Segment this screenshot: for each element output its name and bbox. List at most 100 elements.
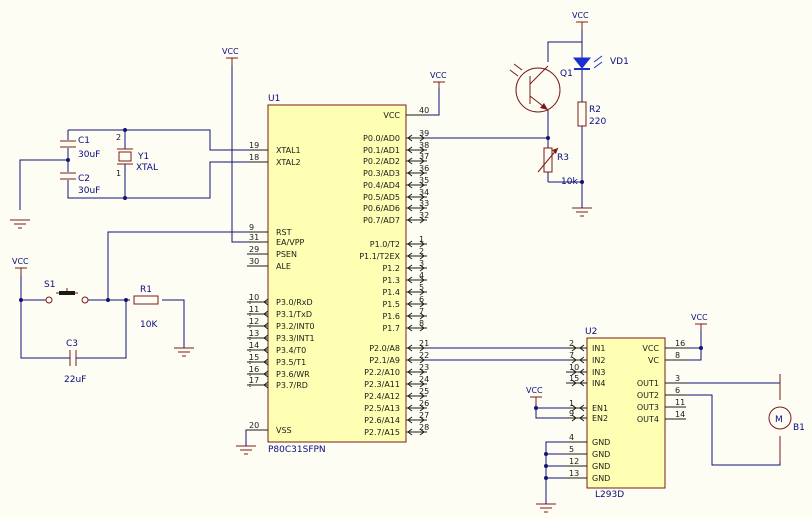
pin-name: EN2 — [592, 414, 608, 423]
u1-pin-5[interactable]: 5P1.4 — [382, 283, 427, 297]
switch-s1[interactable]: S1 — [44, 280, 89, 304]
pin-name: P2.7/A15 — [364, 428, 400, 437]
pin-number: 9 — [249, 223, 254, 232]
u1-body — [267, 104, 407, 443]
u1-pin-3[interactable]: 3P1.2 — [382, 259, 427, 273]
capacitor-c2[interactable]: C2 30uF — [60, 172, 100, 196]
u1-pin-8[interactable]: 8P1.7 — [382, 319, 427, 333]
pin-name: P3.1/TxD — [276, 310, 312, 319]
vcc-symbol-reset: VCC — [12, 257, 29, 276]
u2-pin-8[interactable]: 8VC — [648, 351, 686, 365]
u1-pin-6[interactable]: 6P1.5 — [382, 295, 427, 309]
pin-name: GND — [592, 438, 610, 447]
q1-ref: Q1 — [560, 69, 573, 79]
pin-number: 39 — [419, 129, 429, 138]
pin-name: IN2 — [592, 356, 605, 365]
pin-number: 18 — [249, 153, 259, 162]
pin-number: 33 — [419, 199, 429, 208]
motor-b1[interactable]: M B1 — [768, 374, 805, 462]
pin-name: P3.7/RD — [276, 381, 308, 390]
transistor-q1[interactable]: Q1 — [509, 63, 573, 113]
capacitor-c3[interactable]: C3 22uF — [46, 339, 100, 385]
u1-pin-1[interactable]: 1P1.0/T2 — [370, 235, 427, 249]
u2-ref: U2 — [585, 327, 597, 337]
u1-pin-2[interactable]: 2P1.1/T2EX — [359, 247, 427, 261]
pin-number: 23 — [419, 363, 429, 372]
potentiometer-r3[interactable]: R3 10k — [537, 147, 578, 187]
led-vd1[interactable]: VD1 — [572, 55, 629, 70]
pin-number: 7 — [419, 307, 424, 316]
u2-power-wires — [534, 330, 703, 504]
pin-number: 14 — [249, 341, 259, 350]
pin-name: P2.2/A10 — [364, 368, 400, 377]
u1-pin-7[interactable]: 7P1.6 — [382, 307, 427, 321]
c2-ref: C2 — [78, 174, 90, 184]
ground-symbol-r1 — [174, 347, 194, 357]
pin-name: EA/VPP — [276, 238, 305, 247]
pin-name: OUT1 — [637, 379, 659, 388]
pin-name: PSEN — [276, 250, 297, 259]
u2-chip[interactable]: U2 L293D 2IN17IN210IN315IN41EN19EN24GND5… — [566, 327, 686, 500]
u1-chip[interactable]: U1 P80C31SFPN 19XTAL118XTAL29RST31EA/VPP… — [247, 94, 429, 455]
resistor-r1[interactable]: R1 10K — [133, 285, 159, 330]
crystal-y1[interactable]: 2 1 Y1 XTAL — [116, 133, 158, 178]
motor-wires — [686, 382, 781, 466]
pin-name: IN3 — [592, 368, 605, 377]
u1-pin-4[interactable]: 4P1.3 — [382, 271, 427, 285]
pin-name: EN1 — [592, 404, 608, 413]
pin-number: 12 — [569, 457, 579, 466]
capacitor-c1[interactable]: C1 30uF — [60, 136, 100, 160]
resistor-r2[interactable]: R2 220 — [577, 101, 606, 127]
pin-number: 13 — [249, 329, 259, 338]
pin-name: P2.5/A13 — [364, 404, 400, 413]
